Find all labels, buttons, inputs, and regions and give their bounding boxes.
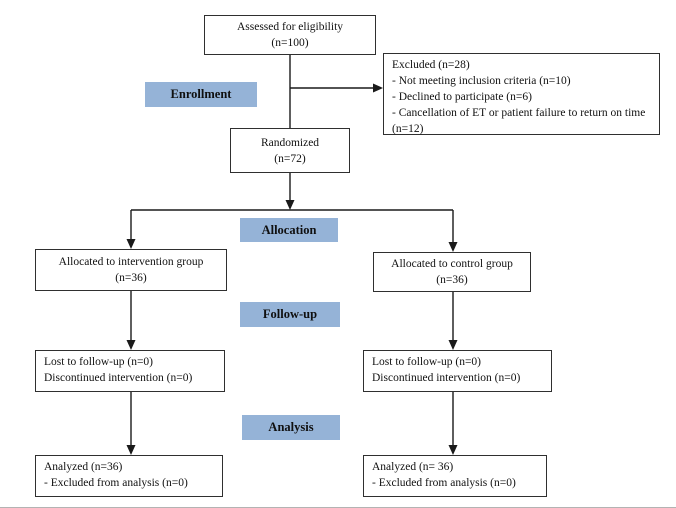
box-line: Lost to follow-up (n=0) — [44, 356, 154, 368]
box-line: Allocated to control group — [391, 258, 513, 270]
box-excluded: Excluded (n=28) - Not meeting inclusion … — [383, 53, 660, 135]
box-line: Assessed for eligibility — [236, 21, 344, 33]
stage-label-enrollment: Enrollment — [145, 82, 257, 107]
arrowhead-lost-right — [448, 340, 458, 350]
box-line: - Not meeting inclusion criteria (n=10) — [392, 75, 571, 87]
box-line: - Excluded from analysis (n=0) — [44, 477, 188, 489]
arrowhead-branch — [285, 200, 295, 210]
box-line: (n=36) — [115, 272, 147, 284]
stage-label-followup: Follow-up — [240, 302, 340, 327]
box-line: Randomized — [260, 136, 320, 149]
arrowhead-excluded — [373, 83, 383, 93]
arrowhead-control — [448, 242, 458, 252]
box-lost-intervention: Lost to follow-up (n=0) Discontinued int… — [35, 350, 225, 392]
box-assessed: Assessed for eligibility (n=100) — [204, 15, 376, 55]
box-line: Lost to follow-up (n=0) — [372, 356, 482, 368]
box-analyzed-intervention: Analyzed (n=36) - Excluded from analysis… — [35, 455, 223, 497]
box-line: (n=100) — [271, 37, 309, 49]
arrowhead-analyzed-left — [126, 445, 136, 455]
stage-label-text: Enrollment — [170, 87, 232, 101]
box-allocated-control: Allocated to control group (n=36) — [373, 252, 531, 292]
stage-label-text: Allocation — [261, 222, 317, 237]
arrowhead-analyzed-right — [448, 445, 458, 455]
box-line: Analyzed (n= 36) — [372, 461, 454, 473]
box-line: Analyzed (n=36) — [44, 461, 123, 473]
box-randomized: Randomized (n=72) — [230, 128, 350, 173]
box-analyzed-control: Analyzed (n= 36) - Excluded from analysi… — [363, 455, 547, 497]
arrowhead-intervention — [126, 239, 136, 249]
stage-label-analysis: Analysis — [242, 415, 340, 440]
box-line: (n=72) — [274, 152, 306, 165]
box-line: - Cancellation of ET or patient failure … — [392, 107, 646, 135]
box-line: - Excluded from analysis (n=0) — [372, 477, 516, 489]
stage-label-allocation: Allocation — [240, 218, 338, 242]
box-allocated-intervention: Allocated to intervention group (n=36) — [35, 249, 227, 291]
box-line: (n=36) — [436, 274, 468, 286]
arrowhead-lost-left — [126, 340, 136, 350]
box-line: - Declined to participate (n=6) — [392, 91, 532, 103]
box-line: Allocated to intervention group — [58, 256, 204, 268]
stage-label-text: Analysis — [268, 420, 314, 434]
box-line: Discontinued intervention (n=0) — [44, 372, 193, 384]
box-lost-control: Lost to follow-up (n=0) Discontinued int… — [363, 350, 552, 392]
box-line: Discontinued intervention (n=0) — [372, 372, 521, 384]
box-line: Excluded (n=28) — [392, 59, 470, 71]
stage-label-text: Follow-up — [262, 307, 318, 321]
